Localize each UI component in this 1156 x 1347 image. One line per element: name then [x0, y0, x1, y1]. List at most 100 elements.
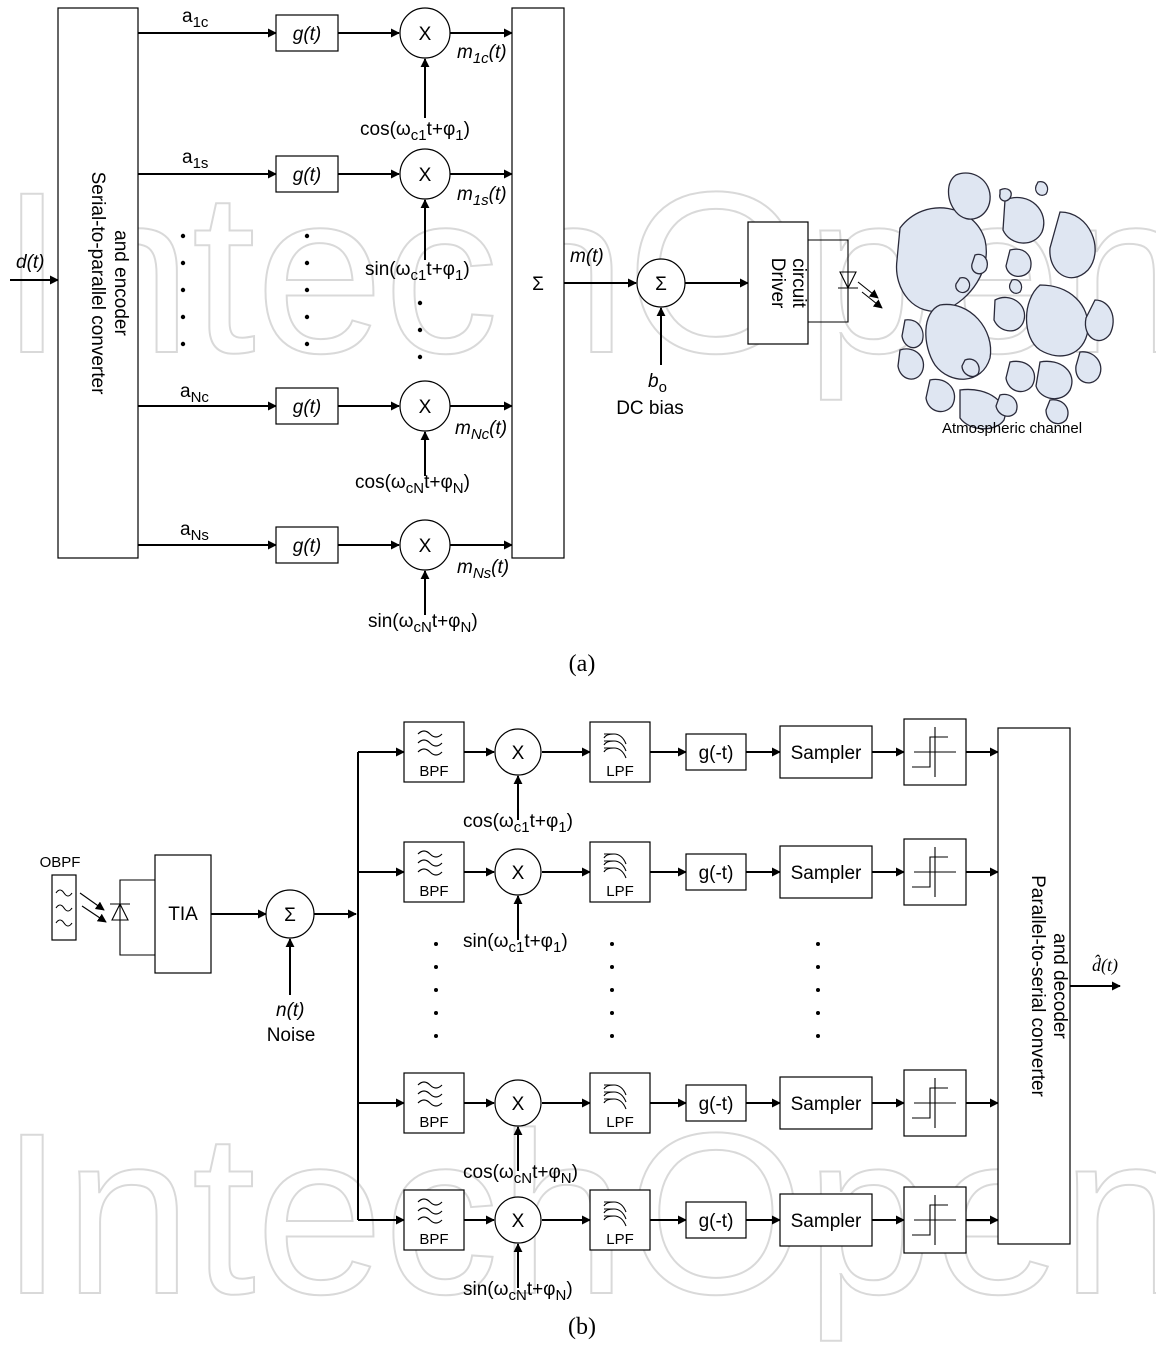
summed-signal-label: m(t) — [570, 246, 604, 267]
tia-block — [154, 854, 212, 974]
rx-ellipsis — [434, 942, 820, 1038]
noise-label: Noise — [267, 1025, 316, 1046]
serial-to-parallel-encoder-block — [57, 7, 139, 559]
shaping-filter-label-1s: g(t) — [293, 165, 322, 186]
caption-a: (a) — [569, 651, 596, 677]
tia-label: TIA — [168, 904, 198, 925]
channel-label: Atmospheric channel — [942, 420, 1082, 437]
matched-filter-1c — [685, 733, 747, 771]
matched-filter-ns — [685, 1201, 747, 1239]
obpf-label: OBPF — [40, 854, 81, 871]
output-signal-label: d̂(t) — [1092, 954, 1118, 976]
tx-branch-1s: a1s g(t) X m1s(t) sin(ωc1t+φ1) — [138, 147, 513, 284]
shaping-filter-label-nc: g(t) — [293, 397, 322, 418]
sampler-label-1c: Sampler — [791, 743, 862, 764]
lpf-label-1c: LPF — [606, 763, 634, 780]
rx-carrier-label-nc: cos(ωcNt+φN) — [463, 1162, 578, 1187]
shaping-filter-nc — [275, 387, 339, 425]
rx-carrier-label-ns: sin(ωcNt+φN) — [463, 1279, 573, 1304]
rx-mixer-symbol-ns: X — [512, 1211, 525, 1232]
rx-carrier-label-1s: sin(ωc1t+φ1) — [463, 931, 568, 956]
decoder-label-line1: Parallel-to-serial converter — [1027, 875, 1048, 1097]
rx-mixer-ns — [494, 1196, 542, 1244]
tx-branch-ns: aNs g(t) X mNs(t) sin(ωcNt+φN) — [138, 519, 513, 636]
rx-mixer-1c — [494, 728, 542, 776]
bpf-label-1s: BPF — [419, 883, 448, 900]
matched-filter-nc — [685, 1084, 747, 1122]
encoder-label-line1: Serial-to-parallel converter — [87, 172, 108, 395]
lowpass-filter-1s — [589, 841, 651, 903]
sampler-label-nc: Sampler — [791, 1094, 862, 1115]
noise-symbol: n(t) — [276, 1000, 305, 1021]
lowpass-filter-ns — [589, 1189, 651, 1251]
modulated-output-1c: m1c(t) — [457, 42, 507, 67]
subcarrier-summer-symbol: Σ — [532, 274, 544, 295]
shaping-filter-1c — [275, 14, 339, 52]
watermark-bottom: IntechOpen — [0, 1085, 1156, 1342]
sampler-label-1s: Sampler — [791, 863, 862, 884]
subcarrier-summer-block — [511, 7, 565, 559]
branch-symbol-nc: aNc — [180, 381, 209, 406]
shaping-filter-1s — [275, 155, 339, 193]
driver-label-line1: Driver — [767, 258, 788, 309]
sampler-label-ns: Sampler — [791, 1211, 862, 1232]
noise-summer-symbol: Σ — [284, 905, 296, 926]
matched-filter-label-ns: g(-t) — [699, 1211, 734, 1232]
mixer-symbol-1s: X — [419, 165, 432, 186]
parallel-to-serial-decoder-block — [997, 727, 1071, 1245]
tx-branch-nc: aNc g(t) X mNc(t) cos(ωcNt+φN) — [138, 380, 513, 497]
bpf-label-nc: BPF — [419, 1114, 448, 1131]
rx-mixer-nc — [494, 1079, 542, 1127]
input-signal-label: d(t) — [16, 252, 45, 273]
bandpass-filter-1s — [403, 841, 465, 903]
sampler-1s — [779, 845, 873, 899]
matched-filter-label-nc: g(-t) — [699, 1094, 734, 1115]
bandpass-filter-ns — [403, 1189, 465, 1251]
caption-b: (b) — [568, 1314, 596, 1340]
lpf-label-1s: LPF — [606, 883, 634, 900]
sampler-ns — [779, 1193, 873, 1247]
matched-filter-label-1c: g(-t) — [699, 743, 734, 764]
transmitter-diagram: d(t) Serial-to-parallel converter and en… — [10, 6, 1114, 677]
laser-diode-icon — [808, 239, 883, 323]
rx-mixer-1s — [494, 848, 542, 896]
lowpass-filter-nc — [589, 1072, 651, 1134]
rx-mixer-symbol-1s: X — [512, 863, 525, 884]
branch-symbol-1s: a1s — [182, 147, 208, 172]
shaping-filter-label-1c: g(t) — [293, 24, 322, 45]
dc-bias-label: DC bias — [616, 398, 684, 419]
carrier-label-nc: cos(ωcNt+φN) — [355, 472, 470, 497]
bias-summer-symbol: Σ — [655, 274, 667, 295]
driver-circuit-block — [747, 221, 809, 345]
modulated-output-nc: mNc(t) — [455, 418, 507, 443]
branch-symbol-ns: aNs — [180, 519, 209, 544]
bandpass-filter-1c — [403, 721, 465, 783]
lpf-label-ns: LPF — [606, 1231, 634, 1248]
encoder-label-line2: and encoder — [110, 230, 131, 336]
tx-ellipsis — [180, 233, 423, 360]
bias-symbol: bo — [648, 371, 667, 396]
rx-mixer-symbol-nc: X — [512, 1094, 525, 1115]
obpf-wave-icon — [55, 889, 73, 927]
modulated-output-1s: m1s(t) — [457, 184, 507, 209]
lpf-label-nc: LPF — [606, 1114, 634, 1131]
tx-branch-1c: a1c g(t) X m1c(t) cos(ωc1t+φ1) — [138, 6, 513, 144]
bpf-label-ns: BPF — [419, 1231, 448, 1248]
branch-symbol-1c: a1c — [182, 6, 209, 31]
shaping-filter-ns — [275, 526, 339, 564]
carrier-label-ns: sin(ωcNt+φN) — [368, 611, 478, 636]
bandpass-filter-nc — [403, 1072, 465, 1134]
modulated-output-ns: mNs(t) — [457, 557, 509, 582]
mixer-symbol-1c: X — [419, 24, 432, 45]
photodiode-icon — [110, 879, 155, 956]
sampler-1c — [779, 725, 873, 779]
rx-carrier-label-1c: cos(ωc1t+φ1) — [463, 811, 573, 836]
mixer-symbol-ns: X — [419, 536, 432, 557]
shaping-filter-label-ns: g(t) — [293, 536, 322, 557]
matched-filter-label-1s: g(-t) — [699, 863, 734, 884]
atmospheric-channel-icon — [895, 172, 1114, 430]
